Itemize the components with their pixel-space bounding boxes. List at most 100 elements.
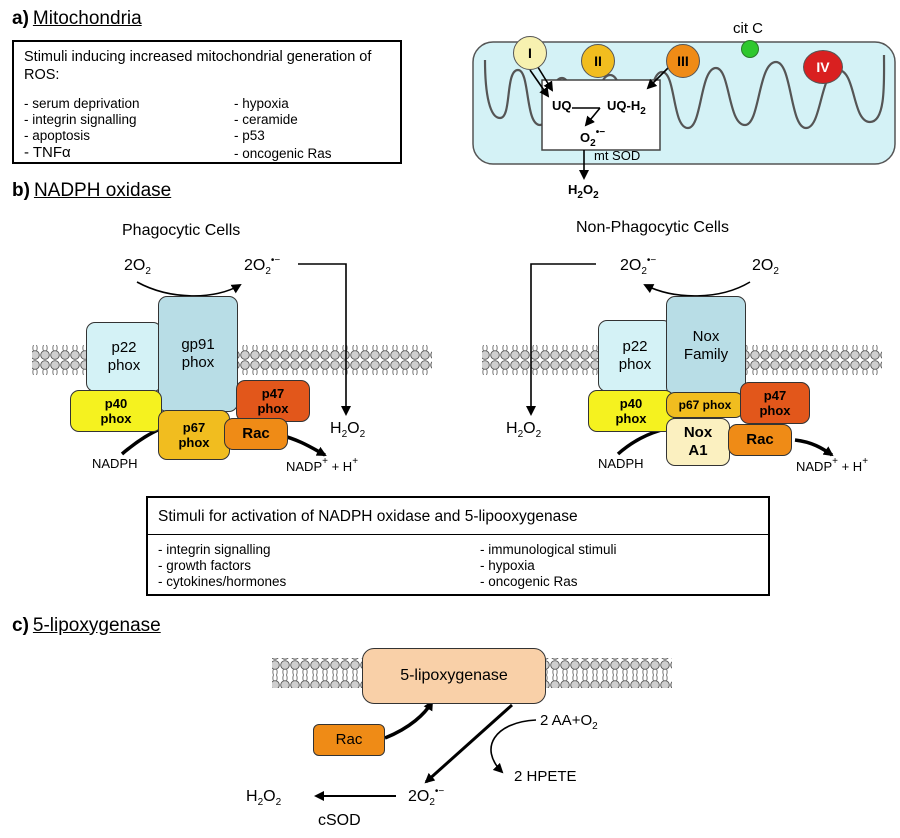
activation-stimulus-left-3: - cytokines/hormones [158,574,287,589]
phago-superoxide-to-h2o2-arrow [298,263,351,416]
mito-stimuli-title: Stimuli inducing increased mitochondrial… [24,49,372,83]
mito-h2o2-h: H [568,182,578,197]
nonphagocytic-cells-label: Non-Phagocytic Cells [576,219,729,236]
nonphago-h2o2-label: H2O2 [506,420,541,440]
phago-p47phox: p47 phox [236,380,310,422]
section-b-title: NADPH oxidase [33,180,172,201]
nonphago-o2-in-text: 2O [752,257,774,274]
phago-o2-in-sub: 2 [145,266,151,277]
nonphago-h2o2-o: O [523,420,536,437]
uq-box [541,79,661,151]
aa-o2-sub: 2 [592,721,598,732]
phago-rac: Rac [224,418,288,450]
nonphago-h2o2-sub1: 2 [517,429,524,440]
lipox-h2o2-h: H [246,788,258,805]
mito-h2o2-o: O [582,182,594,197]
nonphago-p22phox: p22 phox [598,320,672,392]
complex-i-arrow-1 [535,63,554,92]
nonphago-nadp-label: NADP+ + H+ [796,456,868,474]
nonphago-noxa1: Nox A1 [666,418,730,466]
mito-o2-sup: •− [595,127,606,138]
lipox-o2-sup: •− [434,786,445,797]
phago-o2-curved-arrow [136,281,242,297]
mito-superoxide-label: O2•− [580,127,606,149]
phago-o2-out-sup: •− [270,255,281,266]
phago-h2o2-h: H [330,420,342,437]
mito-h2o2-sub2: 2 [593,190,599,201]
nonphago-o2-curved-arrow [643,281,751,297]
section-c-title: 5-lipoxygenase [32,615,161,636]
nonphago-nadp-text: NADP [796,459,833,474]
cytochrome-c-label: cit C [733,20,763,37]
mito-stimulus-right-2: - ceramide [234,112,298,127]
mitochondrion [472,41,896,180]
nonphago-h2o2-h: H [506,420,518,437]
nonphago-o2-in-sub: 2 [773,266,779,277]
phago-o2-in-label: 2O2 [124,257,151,277]
phago-h-sup: + [352,456,359,467]
activation-stimulus-left-2: - growth factors [158,558,252,573]
nonphago-nadp-sup: + [832,456,838,467]
nonphago-nadph-label: NADPH [598,456,644,471]
mito-o2-text: O [580,130,591,145]
complex-iii: III [666,44,700,78]
nonphago-o2-out-sup: •− [646,255,657,266]
phago-o2-out-text: 2O [244,257,266,274]
nonphago-p40phox: p40 phox [588,390,674,432]
section-a-letter: a) [12,8,29,29]
phago-o2-out-sub: 2 [265,266,271,277]
csod-label: cSOD [318,812,361,829]
phago-gp91phox: gp91 phox [158,296,238,412]
mtsod-label: mt SOD [594,148,641,163]
phago-h2o2-sub2: 2 [359,429,366,440]
nonphago-nadp-arrow [794,438,834,457]
phagocytic-cells-label: Phagocytic Cells [122,222,241,239]
mito-stimulus-left-4: - TNFα [24,144,71,161]
hpete-label: 2 HPETE [514,768,577,785]
phago-h2o2-label: H2O2 [330,420,366,440]
phago-p67phox: p67 phox [158,410,230,460]
uqh2-text: UQ-H [607,98,641,113]
lipoxygenase-enzyme: 5-lipoxygenase [362,648,546,704]
uq-label: UQ [552,98,572,113]
nonphago-h-text: + H [837,459,863,474]
phago-p40phox: p40 phox [70,390,162,432]
lipoxygenase-rac: Rac [313,724,385,756]
aa-to-hpete-arrow [490,719,537,774]
section-c-letter: c) [12,615,29,636]
mito-stimulus-left-2: - integrin signalling [24,112,137,127]
section-c-heading: c)5-lipoxygenase [12,615,161,637]
section-a-title: Mitochondria [32,8,142,29]
cytochrome-c-dot [741,40,759,58]
mito-stimulus-right-3: - p53 [234,128,265,143]
phago-h-text: + H [327,459,353,474]
lipox-h2o2-sub2: 2 [275,797,282,808]
lipox-o2-sub: 2 [429,797,435,808]
mito-stimulus-right-1: - hypoxia [234,96,289,111]
uq-to-o2-arrow [572,107,601,125]
nonphago-rac: Rac [728,424,792,456]
rac-to-lipoxygenase-arrow [384,700,434,740]
activation-stimuli-title: Stimuli for activation of NADPH oxidase … [158,508,578,525]
mito-h2o2-sub1: 2 [577,190,583,201]
aa-o2-label: 2 AA+O2 [540,712,598,732]
complex-i-arrow-2 [529,69,550,98]
phago-h2o2-o: O [347,420,360,437]
lipoxygenase-h2o2-label: H2O2 [246,788,282,808]
uqh2-sub: 2 [640,106,646,117]
mito-stimulus-left-3: - apoptosis [24,128,91,143]
complex-ii: II [581,44,615,78]
complex-iv: IV [803,50,843,84]
mito-stimulus-left-1: - serum deprivation [24,96,140,111]
phago-o2-in-text: 2O [124,257,146,274]
nonphago-nox-family: Nox Family [666,296,746,396]
nonphago-o2-out-text: 2O [620,257,642,274]
phago-nadp-label: NADP+ + H+ [286,456,359,474]
complex-i: I [513,36,547,70]
activation-stimuli-box: Stimuli for activation of NADPH oxidase … [146,496,770,596]
section-b-heading: b)NADPH oxidase [12,180,171,202]
mito-stimuli-box: Stimuli inducing increased mitochondrial… [12,40,402,164]
phago-h2o2-sub1: 2 [341,429,348,440]
mito-stimulus-right-4: - oncogenic Ras [234,146,332,161]
nonphago-superoxide-label: 2O2•− [620,255,657,277]
